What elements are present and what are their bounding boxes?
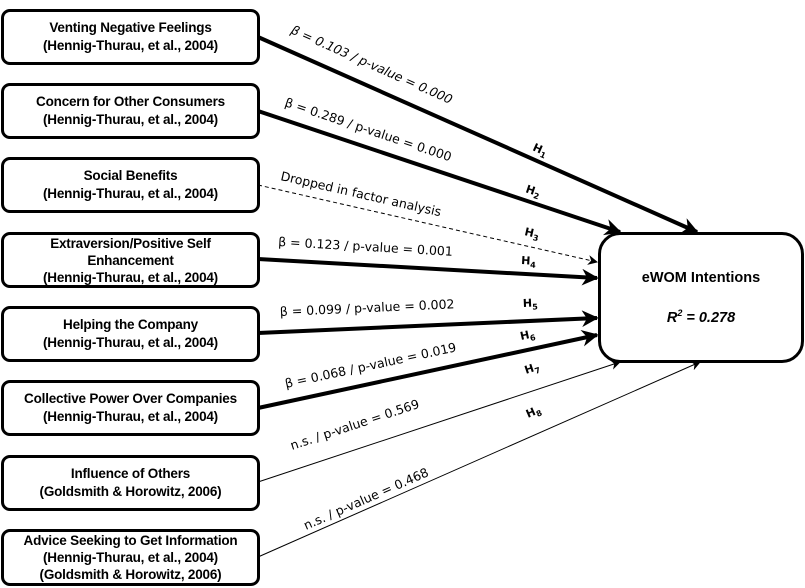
construct-concern-for-other-consumers: Concern for Other Consumers (Hennig-Thur… [1, 83, 260, 139]
hypothesis-label-h8: H8 [524, 403, 544, 423]
path-arrow-h3 [257, 184, 598, 265]
hypothesis-label-h7: H7 [523, 360, 542, 379]
path-arrow-h7 [257, 360, 621, 483]
construct-name: Venting Negative Feelings [49, 20, 212, 35]
construct-name-cont: Enhancement [87, 252, 174, 268]
hypothesis-label-h1: H1 [530, 141, 550, 161]
hypothesis-label-h4: H4 [521, 254, 537, 270]
r-squared-label: R [666, 309, 678, 326]
construct-helping-the-company: Helping the Company (Hennig-Thurau, et a… [1, 306, 260, 362]
hypothesis-label-h5: H5 [523, 296, 539, 312]
target-title: eWOM Intentions [641, 270, 761, 286]
construct-citation-2: (Goldsmith & Horowitz, 2006) [39, 567, 222, 582]
hypothesis-label-h2: H2 [523, 183, 542, 202]
path-arrow-h6 [257, 329, 599, 410]
r-squared-sup: 2 [677, 308, 683, 318]
path-coefficient-label-h4: β = 0.123 / p-value = 0.001 [278, 234, 453, 259]
construct-citation: (Hennig-Thurau, et al., 2004) [43, 269, 218, 285]
construct-citation: (Hennig-Thurau, et al., 2004) [43, 112, 218, 127]
construct-name: Helping the Company [63, 317, 198, 332]
construct-citation: (Hennig-Thurau, et al., 2004) [43, 186, 218, 201]
path-arrow-h1 [257, 35, 699, 234]
construct-citation: (Hennig-Thurau, et al., 2004) [43, 38, 218, 53]
construct-name: Advice Seeking to Get Information [23, 533, 238, 548]
construct-citation: (Hennig-Thurau, et al., 2004) [43, 335, 218, 350]
construct-venting-negative-feelings: Venting Negative Feelings (Hennig-Thurau… [1, 9, 260, 65]
construct-collective-power-over-companies: Collective Power Over Companies (Hennig-… [1, 380, 260, 436]
construct-name: Social Benefits [83, 168, 178, 183]
construct-name: Collective Power Over Companies [24, 391, 237, 406]
hypothesis-label-h6: H6 [519, 327, 537, 345]
r-squared-value: = 0.278 [682, 309, 736, 326]
path-coefficient-label-h1: β = 0.103 / p-value = 0.000 [288, 22, 455, 107]
path-coefficient-label-h5: β = 0.099 / p-value = 0.002 [279, 296, 454, 319]
construct-citation: (Hennig-Thurau, et al., 2004) [43, 550, 218, 565]
construct-influence-of-others: Influence of Others (Goldsmith & Horowit… [1, 455, 260, 511]
hypothesis-label-h3: H3 [523, 225, 541, 243]
construct-advice-seeking: Advice Seeking to Get Information (Henni… [1, 529, 260, 586]
path-arrow-h5 [257, 310, 599, 335]
r-squared: R2 = 0.278 [601, 308, 801, 326]
construct-citation: (Hennig-Thurau, et al., 2004) [43, 409, 218, 424]
path-arrow-h8 [257, 361, 701, 558]
construct-name: Influence of Others [70, 466, 191, 481]
construct-name: Concern for Other Consumers [36, 94, 225, 109]
construct-name: Extraversion/Positive Self [50, 235, 211, 251]
path-coefficient-label-h7: n.s. / p-value = 0.569 [288, 396, 421, 453]
construct-social-benefits: Social Benefits (Hennig-Thurau, et al., … [1, 157, 260, 213]
construct-citation: (Goldsmith & Horowitz, 2006) [39, 484, 222, 499]
path-arrow-h4 [257, 257, 599, 286]
path-coefficient-label-h8: n.s. / p-value = 0.468 [301, 465, 431, 533]
target-ewom-intentions: eWOM Intentions R2 = 0.278 [598, 232, 804, 363]
path-coefficient-label-h3: Dropped in factor analysis [279, 168, 442, 219]
construct-extraversion-positive-self-enhancement: Extraversion/Positive Self Enhancement (… [1, 232, 260, 288]
path-arrow-h2 [257, 109, 622, 236]
